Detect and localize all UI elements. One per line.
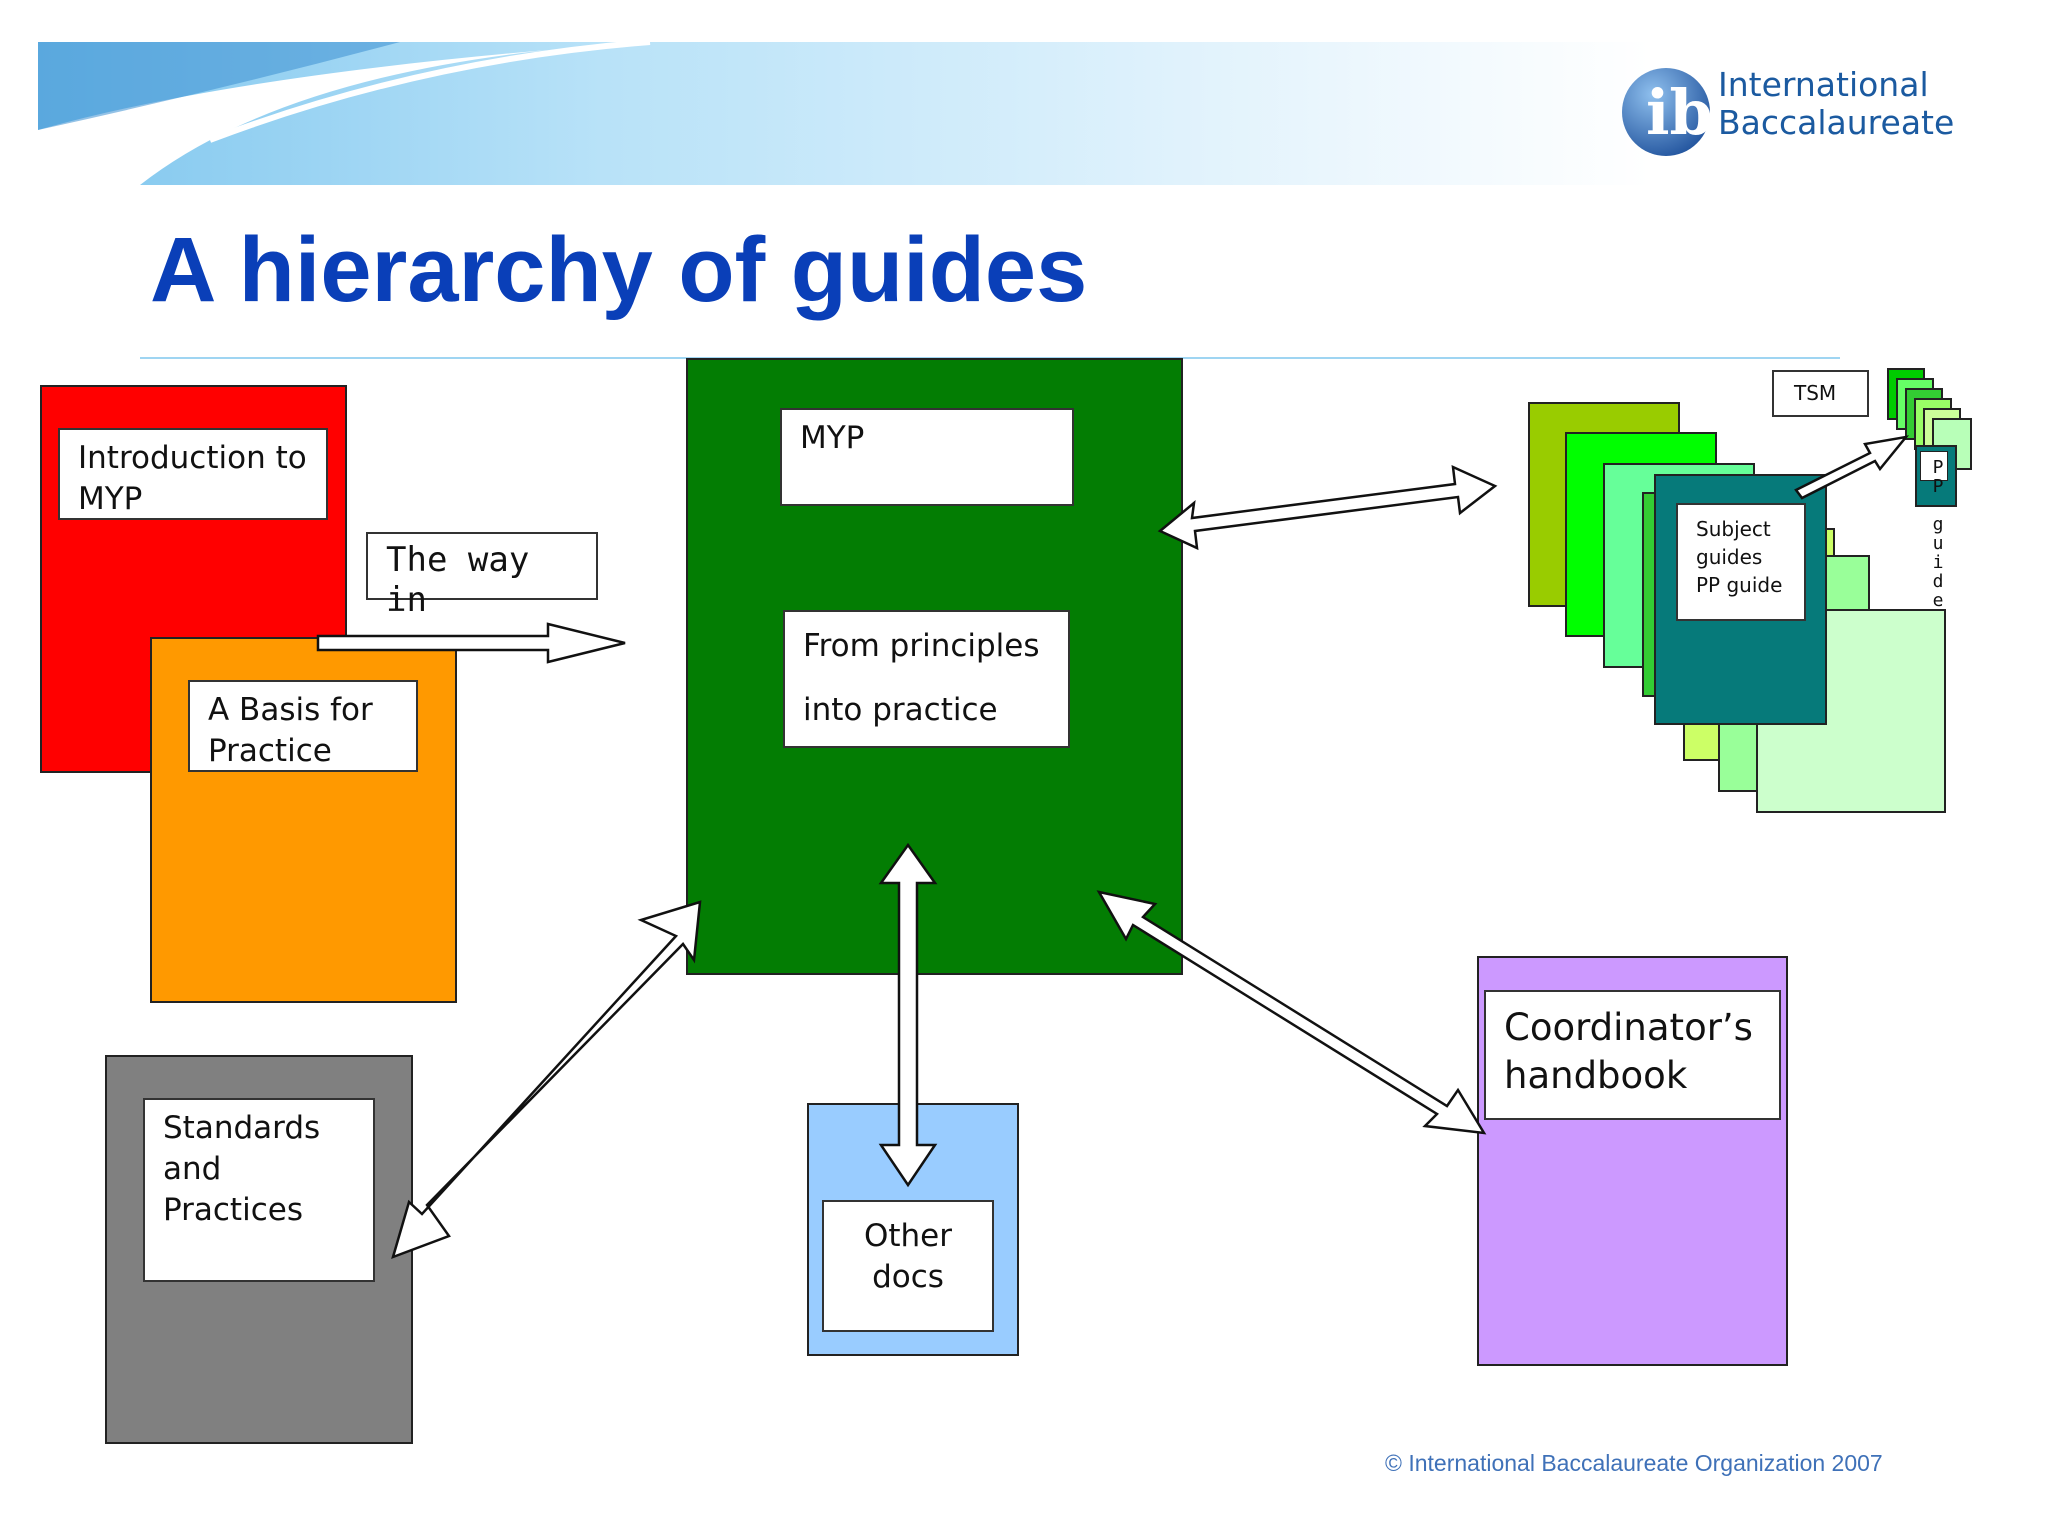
intro-label: Introduction to MYP bbox=[58, 428, 328, 520]
myp-subject-arrow bbox=[1157, 464, 1498, 551]
way-in-arrow bbox=[316, 622, 626, 664]
myp-label: MYP bbox=[780, 408, 1074, 506]
copyright-text: © International Baccalaureate Organizati… bbox=[1385, 1450, 1883, 1476]
myp-coordinator-arrow bbox=[1096, 890, 1487, 1135]
pp-guide-vertical-label: P P g u i d e bbox=[1932, 457, 1944, 611]
page-title: A hierarchy of guides bbox=[150, 219, 1088, 321]
tsm-label: TSM bbox=[1772, 370, 1869, 417]
coordinator-label: Coordinator’s handbook bbox=[1484, 990, 1781, 1120]
basis-label: A Basis for Practice bbox=[188, 680, 418, 772]
other-docs-label: Other docs bbox=[822, 1200, 994, 1332]
mini-teal-label bbox=[1920, 451, 1948, 481]
ib-logo-icon: ib bbox=[1622, 68, 1713, 156]
subject-mini-arrow bbox=[1794, 435, 1910, 500]
myp-other-arrow bbox=[878, 842, 938, 1188]
logo-text: International Baccalaureate bbox=[1718, 65, 1955, 142]
way-in-label: The way in bbox=[366, 532, 598, 620]
myp-standards-arrow bbox=[391, 900, 702, 1260]
header-banner bbox=[38, 39, 1650, 185]
svg-text:ib: ib bbox=[1646, 76, 1713, 149]
standards-label: Standards and Practices bbox=[143, 1098, 375, 1282]
principles-label: From principles into practice bbox=[783, 610, 1070, 748]
subject-guides-label: Subject guides PP guide bbox=[1676, 503, 1806, 621]
